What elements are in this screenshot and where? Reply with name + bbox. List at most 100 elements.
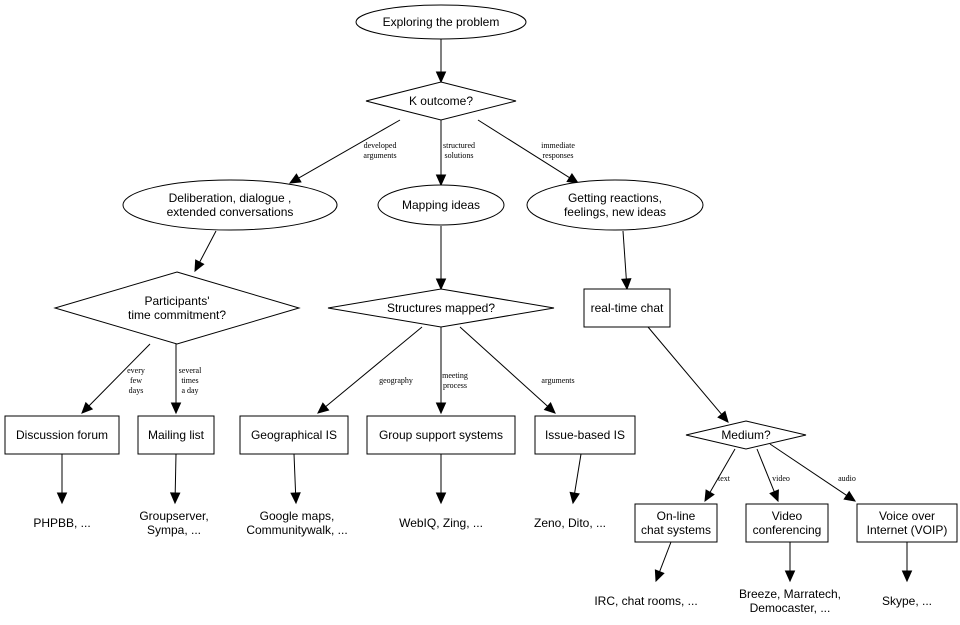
node-reactions[interactable]: Getting reactions,feelings, new ideas <box>526 179 704 231</box>
nodes-layer: Exploring the problem K outcome? Deliberat… <box>4 4 958 615</box>
box-shape <box>137 415 215 455</box>
node-forum[interactable]: Discussion forum <box>4 415 120 455</box>
node-label: Discussion forum <box>16 428 108 442</box>
node-ex-chat[interactable]: IRC, chat rooms, ... <box>594 594 697 608</box>
node-ex-geo[interactable]: Google maps,Communitywalk, ... <box>246 509 347 537</box>
edge-mailing-to-ex_mailing <box>169 453 181 505</box>
node-ex-mailing[interactable]: Groupserver,Sympa, ... <box>139 509 208 537</box>
box-shape <box>239 415 349 455</box>
edge-structures-to-ibis: arguments <box>459 326 575 414</box>
edge-line <box>574 453 582 494</box>
ellipse-shape <box>355 4 527 40</box>
node-label: WebIQ, Zing, ... <box>399 516 483 530</box>
node-k-outcome[interactable]: K outcome? <box>365 81 517 121</box>
arrowhead-icon <box>901 570 913 583</box>
arrowhead-icon <box>654 569 665 583</box>
arrowhead-icon <box>170 402 182 415</box>
node-label: Deliberation, dialogue ,extended convers… <box>167 191 294 219</box>
ellipse-shape <box>526 179 704 231</box>
node-label: Getting reactions,feelings, new ideas <box>564 191 666 219</box>
edge-reactions-to-realtime <box>621 230 632 291</box>
arrowhead-icon <box>435 71 447 84</box>
node-ex-gss[interactable]: WebIQ, Zing, ... <box>399 516 483 530</box>
node-structures[interactable]: Structures mapped? <box>327 288 555 328</box>
node-label: Google maps,Communitywalk, ... <box>246 509 347 537</box>
edge-line <box>293 453 297 494</box>
edge-label: audio <box>838 474 856 483</box>
node-ex-ibis[interactable]: Zeno, Dito, ... <box>534 516 606 530</box>
diamond-shape <box>327 288 555 328</box>
arrowhead-icon <box>56 492 68 505</box>
edge-line <box>88 343 151 407</box>
edge-realtime-to-medium <box>647 326 729 423</box>
node-label: Group support systems <box>379 428 503 442</box>
arrowhead-icon <box>169 492 181 505</box>
box-shape <box>4 415 120 455</box>
node-gss[interactable]: Group support systems <box>366 415 516 455</box>
edge-line <box>659 541 672 572</box>
node-mailing[interactable]: Mailing list <box>137 415 215 455</box>
edge-line <box>756 448 775 492</box>
node-medium[interactable]: Medium? <box>685 420 807 450</box>
node-label: Geographical IS <box>251 428 337 442</box>
arrowhead-icon <box>81 401 94 414</box>
node-label: Medium? <box>721 428 771 442</box>
edge-mapping-to-structures <box>435 226 447 291</box>
node-ex-video[interactable]: Breeze, Marratech,Democaster, ... <box>739 587 841 615</box>
node-participants[interactable]: Participants'time commitment? <box>53 271 301 345</box>
arrowhead-icon <box>435 402 447 415</box>
edge-forum-to-ex_forum <box>56 454 68 505</box>
node-root[interactable]: Exploring the problem <box>355 4 527 40</box>
arrowhead-icon <box>435 492 447 505</box>
node-ibis[interactable]: Issue-based IS <box>534 415 636 455</box>
edge-line <box>459 326 548 407</box>
edge-medium-to-chat_sys: text <box>704 448 736 503</box>
edge-root-to-k_outcome <box>435 39 447 84</box>
node-label: Mapping ideas <box>402 198 480 212</box>
box-shape <box>634 503 718 543</box>
arrowhead-icon <box>435 174 447 187</box>
node-realtime[interactable]: real-time chat <box>583 288 671 328</box>
edge-line <box>769 443 847 496</box>
ellipse-shape <box>377 184 505 226</box>
arrowhead-icon <box>543 402 556 414</box>
arrowhead-icon <box>843 490 857 502</box>
edge-label: arguments <box>541 376 574 385</box>
node-label: real-time chat <box>591 301 664 315</box>
arrowhead-icon <box>290 492 301 505</box>
ellipse-shape <box>122 179 338 231</box>
node-geo[interactable]: Geographical IS <box>239 415 349 455</box>
box-shape <box>745 503 829 543</box>
arrowhead-icon <box>194 259 205 273</box>
diamond-shape <box>685 420 807 450</box>
arrowhead-icon <box>784 570 796 583</box>
edge-label: geography <box>379 376 413 385</box>
node-mapping[interactable]: Mapping ideas <box>377 184 505 226</box>
diamond-shape <box>365 81 517 121</box>
node-ex-voip[interactable]: Skype, ... <box>882 594 932 608</box>
node-deliberation[interactable]: Deliberation, dialogue ,extended convers… <box>122 179 338 231</box>
node-label: Mailing list <box>148 428 205 442</box>
edge-chat_sys-to-ex_chat <box>654 541 672 583</box>
edge-label: text <box>718 474 731 483</box>
box-shape <box>856 503 958 543</box>
arrowhead-icon <box>566 172 580 184</box>
node-ex-forum[interactable]: PHPBB, ... <box>33 516 90 530</box>
